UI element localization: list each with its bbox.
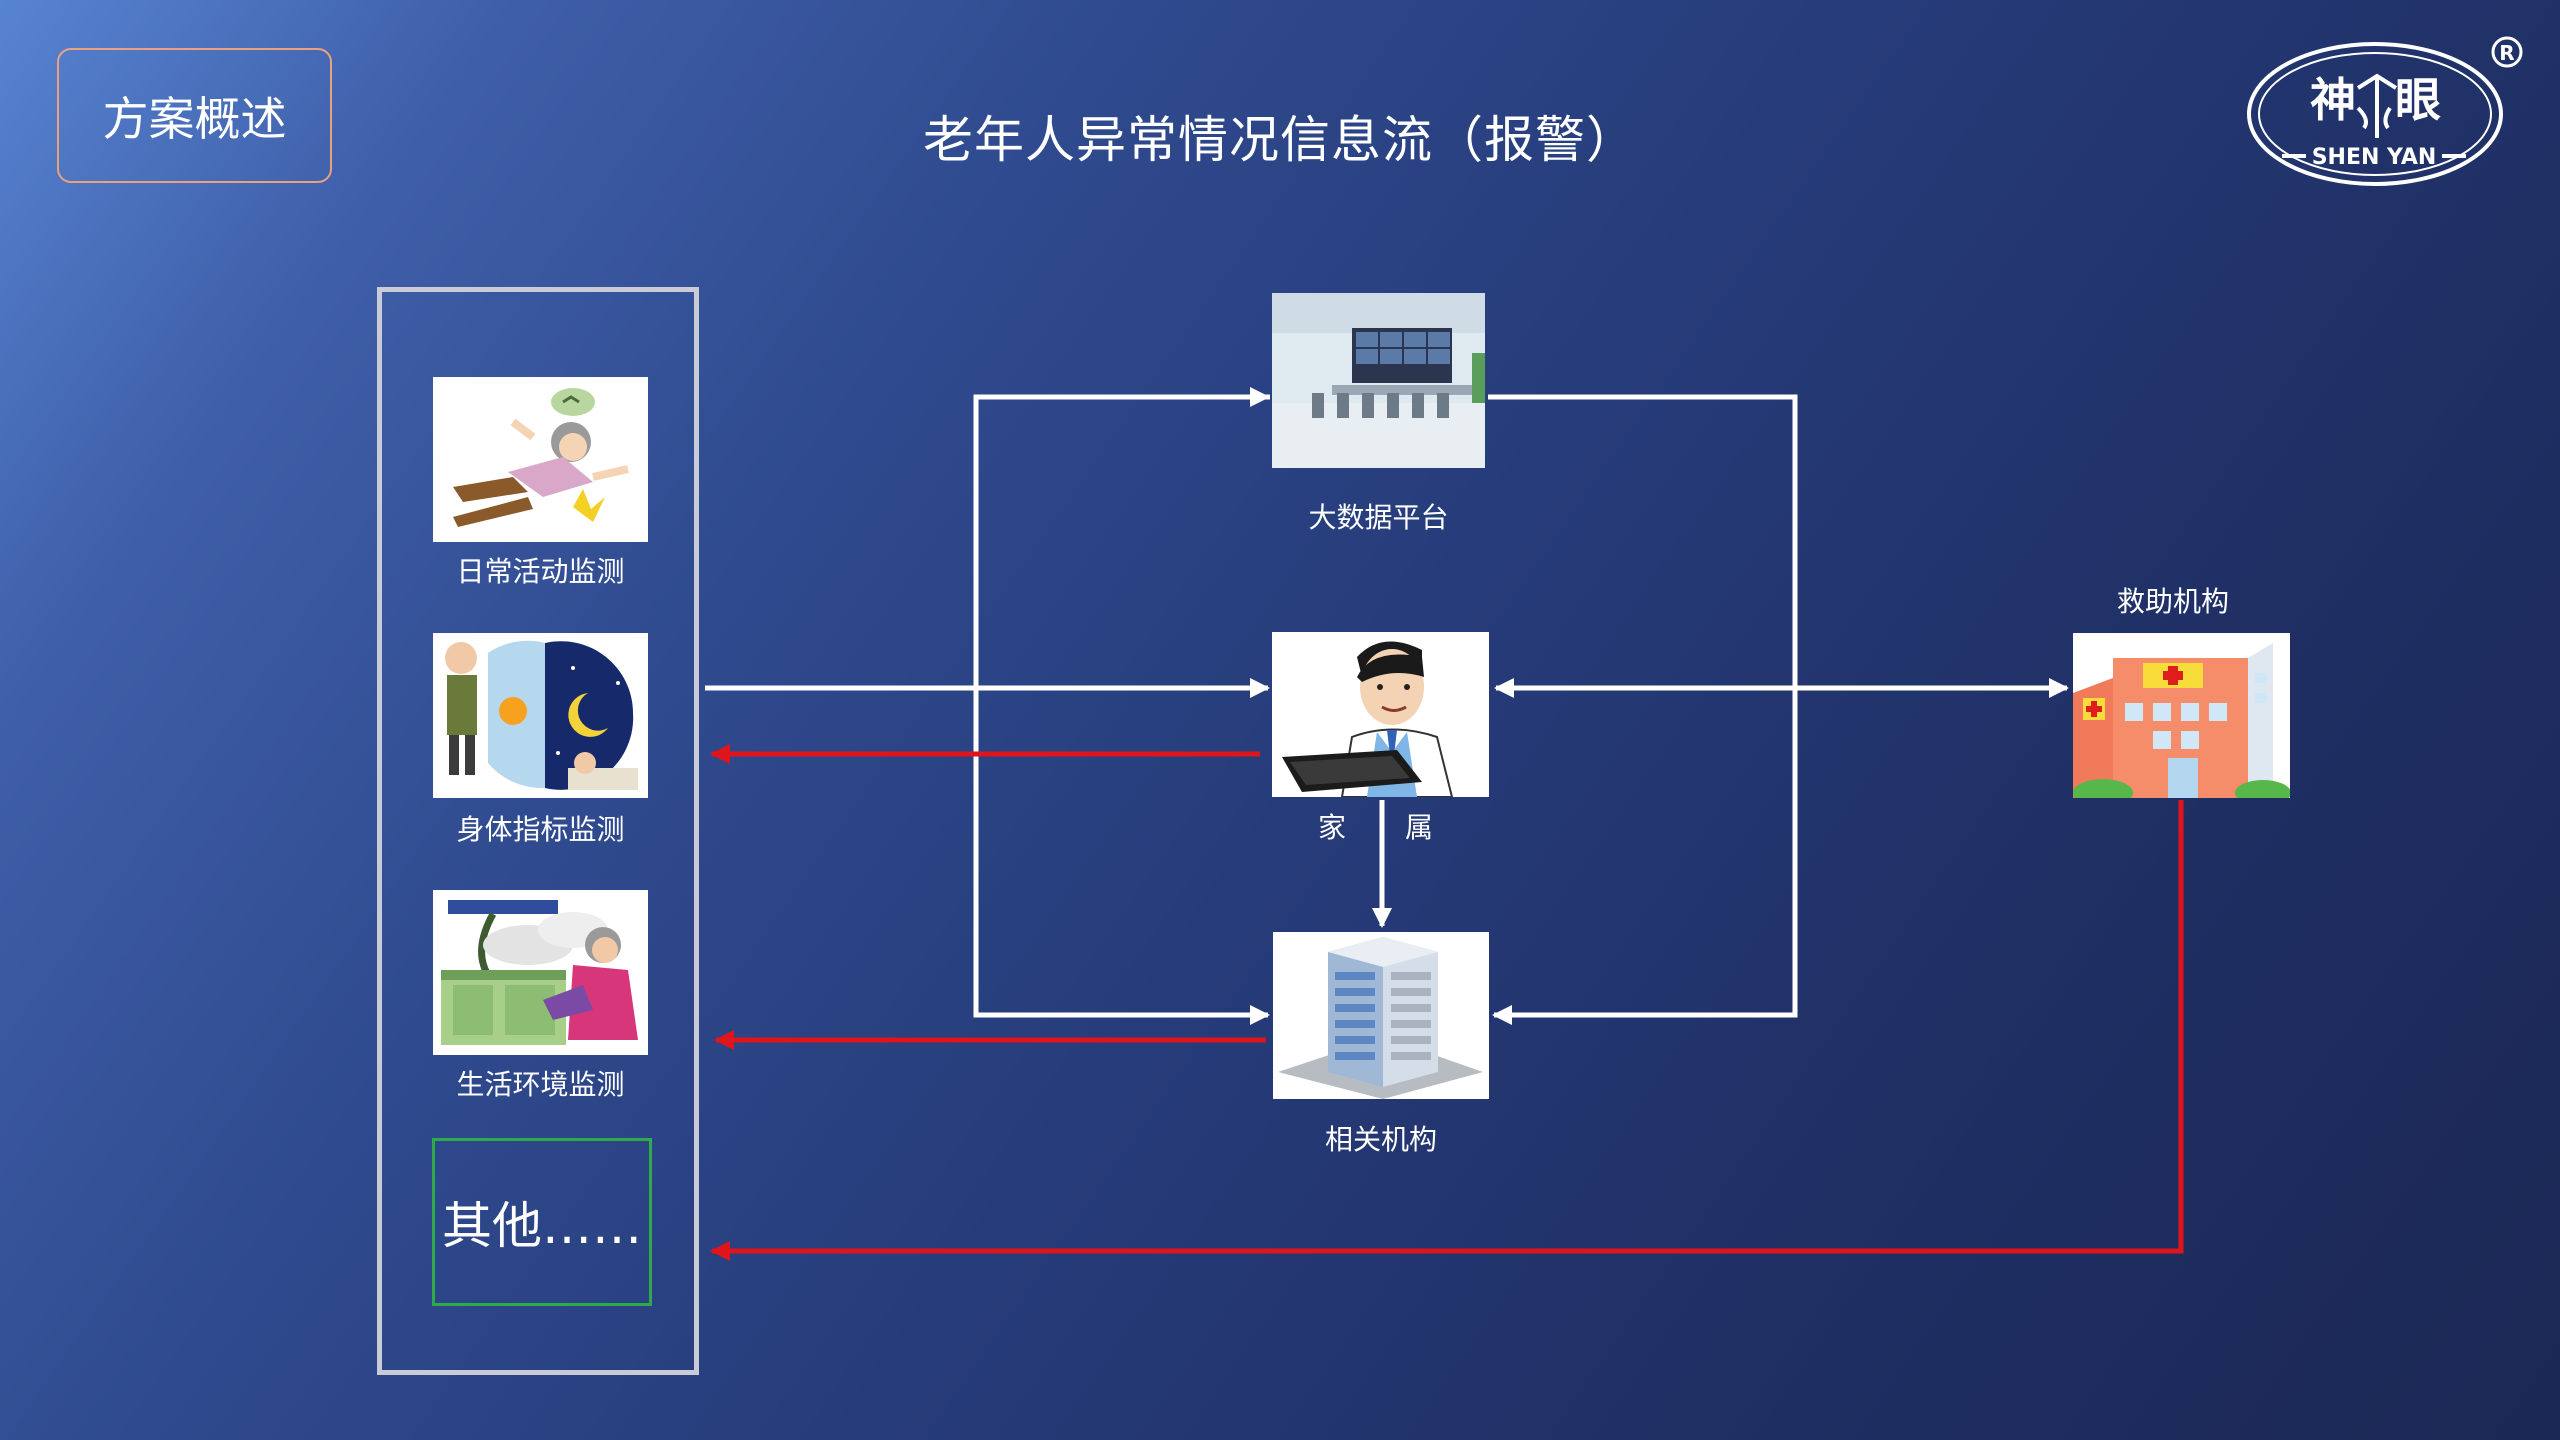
family-tile xyxy=(1272,632,1489,797)
daily-activity-tile xyxy=(433,377,648,542)
body-indicator-label: 身体指标监测 xyxy=(456,813,625,846)
logo-text-left: 神 xyxy=(2310,73,2356,127)
person-laptop-icon xyxy=(1272,632,1489,797)
arrow-left-bracket xyxy=(973,394,1270,1018)
related-org-tile xyxy=(1273,932,1489,1099)
kitchen-smoke-icon xyxy=(433,890,648,1055)
monitoring-panel xyxy=(377,287,699,1375)
brand-logo: 神 眼 SHEN YAN R xyxy=(2240,28,2530,188)
body-indicator-tile xyxy=(433,633,648,798)
living-environment-tile xyxy=(433,890,648,1055)
rescue-org-tile xyxy=(2073,633,2290,798)
big-data-label: 大数据平台 xyxy=(1308,501,1449,534)
family-label-left: 家 xyxy=(1318,811,1347,844)
other-label: 其他…… xyxy=(442,1197,642,1255)
elderly-fall-icon xyxy=(433,377,648,542)
big-data-tile xyxy=(1272,293,1485,468)
family-label-right: 属 xyxy=(1405,811,1434,844)
living-environment-label: 生活环境监测 xyxy=(456,1068,625,1101)
section-badge: 方案概述 xyxy=(57,48,332,183)
other-box: 其他…… xyxy=(432,1138,652,1306)
logo-emblem-icon: 神 眼 SHEN YAN R xyxy=(2247,36,2523,186)
control-room-icon xyxy=(1272,293,1485,468)
hospital-icon xyxy=(2073,633,2290,798)
logo-subtitle: SHEN YAN xyxy=(2312,145,2437,170)
alarm-arrow-rescue xyxy=(710,800,2184,1261)
daily-activity-label: 日常活动监测 xyxy=(456,555,625,588)
logo-text-right: 眼 xyxy=(2395,73,2441,127)
related-org-label: 相关机构 xyxy=(1324,1123,1437,1156)
registered-mark: R xyxy=(2499,41,2514,65)
section-badge-label: 方案概述 xyxy=(102,91,287,146)
page-title: 老年人异常情况信息流（报警） xyxy=(923,111,1637,169)
arrow-right-bracket xyxy=(1488,394,1798,1018)
rescue-org-label: 救助机构 xyxy=(2116,585,2229,618)
office-building-icon xyxy=(1273,932,1489,1099)
day-night-icon xyxy=(433,633,648,798)
